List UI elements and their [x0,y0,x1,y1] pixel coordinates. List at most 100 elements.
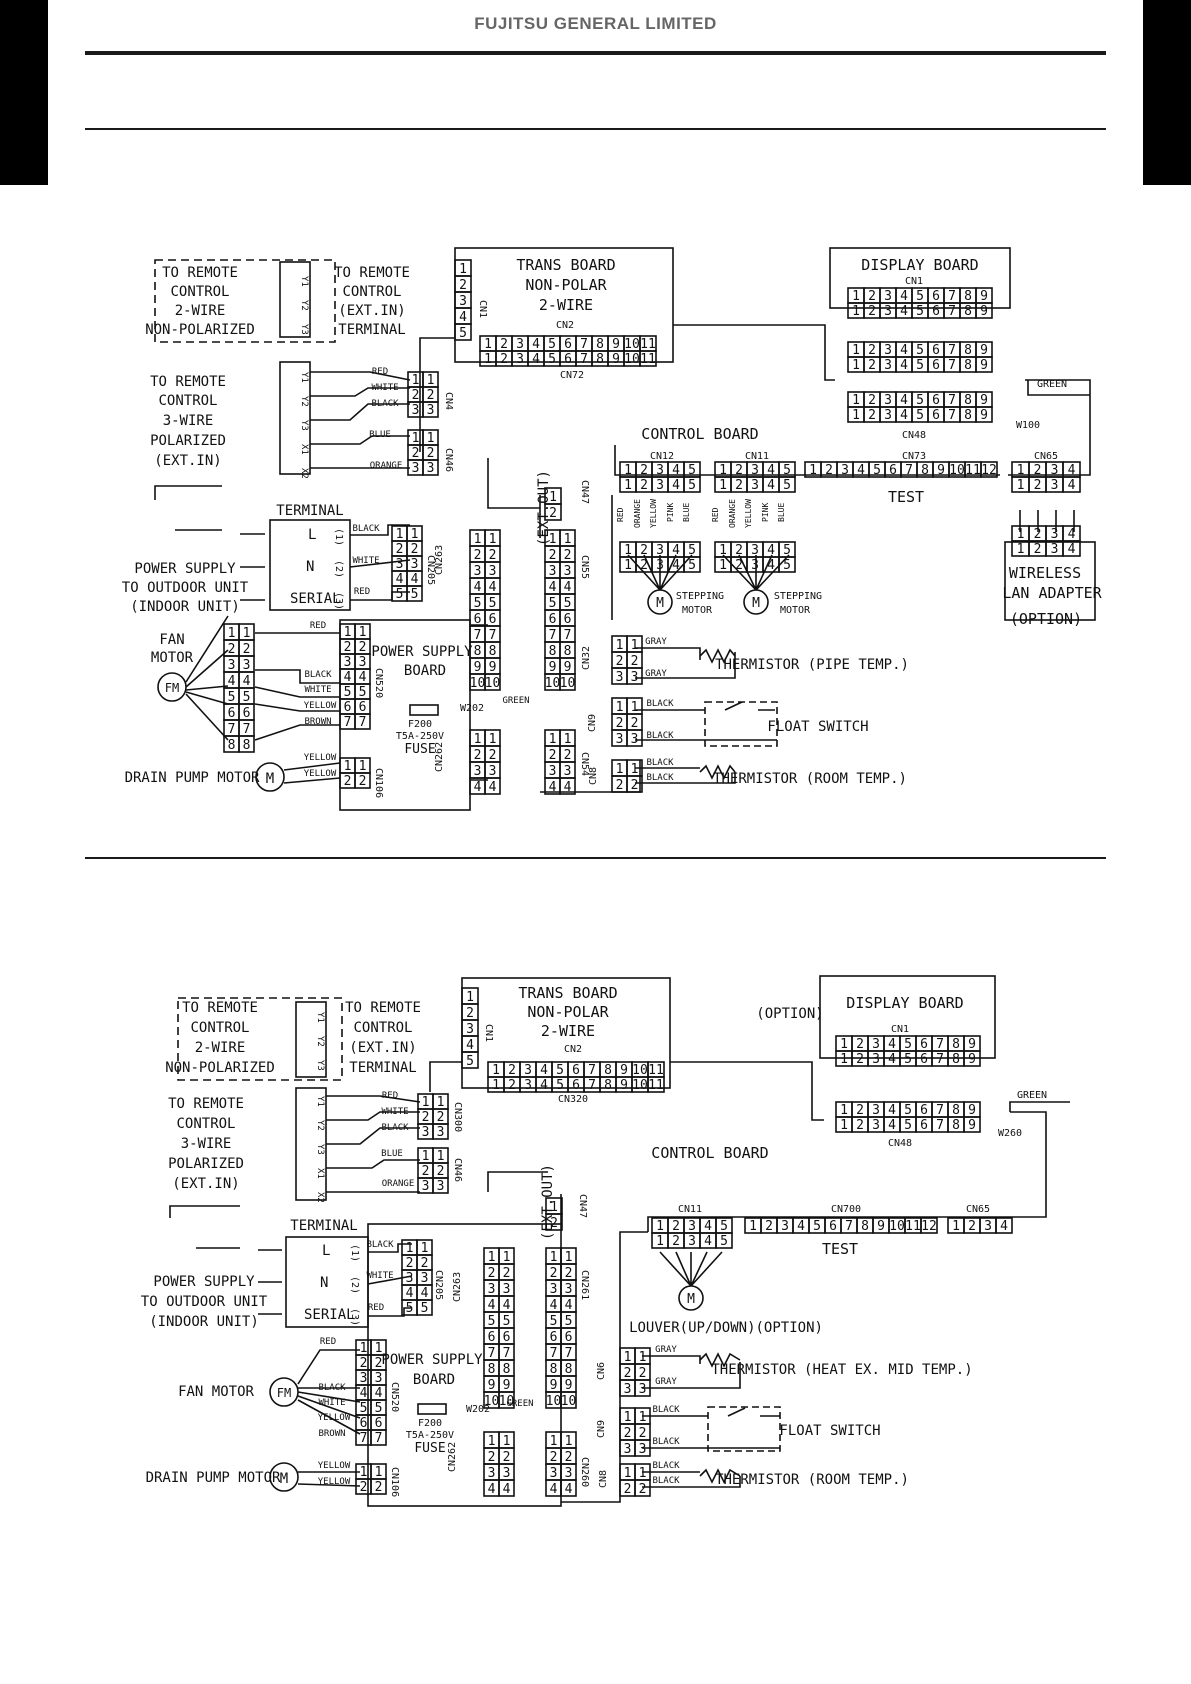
cn520-pin-cell [354,713,371,730]
stepping2-m: M [752,596,760,611]
rc2-2-line-1: TO REMOTE [182,1000,258,1016]
cn520-2-pin-number: 2 [375,1356,383,1371]
trans2-cn1-pin-number: 5 [466,1054,474,1069]
wireless-title-3: (OPTION) [1010,610,1082,628]
cn48-2-pin-number: 8 [952,1118,960,1133]
fuse2-line-3: FUSE [414,1441,445,1456]
wire-trans-to-display [419,324,835,452]
therm-mid-label: THERMISTOR (HEAT EX. MID TEMP.) [711,1362,972,1378]
cn262-2-pin-number: 2 [503,1450,511,1465]
display-cn1-pin-number: 7 [948,304,956,319]
cn48-pin-number: 2 [868,408,876,423]
wire-fan-yellow [254,703,340,712]
cn205-pin-number: 3 [411,557,419,572]
display2-cn1-pin-number: 9 [968,1052,976,1067]
power2-line-1: POWER SUPPLY [153,1274,255,1290]
wire-orange-cn12: ORANGE [633,499,642,528]
cn48-2-pin-number: 1 [840,1103,848,1118]
display-cn1-pin-number: 8 [964,304,972,319]
fan-label-2: MOTOR [151,650,194,666]
cn32-pin-number: 1 [616,638,624,653]
fan-pins-pin-number: 5 [243,690,251,705]
cn6-pin-number: 2 [624,1366,632,1381]
display-cn1-pin-number: 3 [884,289,892,304]
cn4-pin-number: 3 [412,403,420,418]
wire-white-fan: WHITE [304,685,331,695]
w2-red-fan: RED [320,1337,336,1347]
cn73-pin-cell [980,461,998,478]
trans2-cn2-pin-number: 4 [540,1078,548,1093]
cn48-2-pin-number: 4 [888,1103,896,1118]
trans2-cn2-pin-number: 7 [588,1063,596,1078]
wire-term-white [349,559,411,568]
cn47-pin-cell [544,503,562,521]
term-N: N [306,559,314,575]
cn261-pin-number: 9 [550,1378,558,1393]
trans2-cn2-pin-number: 8 [604,1063,612,1078]
cn48-2-label: CN48 [888,1138,912,1149]
cn46-2-pin-number: 2 [422,1164,430,1179]
trans2-cn2-pin-number: 2 [508,1078,516,1093]
wiring-diagram-1: TRANS BOARD NON-POLAR 2-WIRE CN1 CN2 CN7… [122,247,1103,811]
wire-ext-out [487,458,540,509]
cn9-label: CN9 [587,714,598,732]
wire-yellow-drain-1: YELLOW [304,753,337,763]
w2-white-term: WHITE [366,1271,393,1281]
cn520-2-pin-number: 3 [360,1371,368,1386]
rc3-line-1: TO REMOTE [150,374,226,390]
cn520-2-pin-number: 2 [360,1356,368,1371]
power-line-2: TO OUTDOOR UNIT [122,580,249,596]
cn700-pin-number: 12 [921,1219,937,1234]
trans2-cn2-pin-number: 2 [508,1063,516,1078]
w2-ground-display [1009,1101,1070,1112]
wire-red-fan: RED [310,621,326,631]
stepper1-pins-pin-number: 3 [656,543,664,558]
wire-stepper2 [722,554,790,591]
cn46-pin-number: 3 [412,461,420,476]
display-mid-pin-number: 1 [852,358,860,373]
stepper1-pins-pin-number: 1 [624,543,632,558]
section-rule-top [85,128,1106,130]
cn4-label: CN4 [443,392,454,410]
cn65-2-pin-number: 4 [1000,1219,1008,1234]
cn261-label: CN261 [579,1270,590,1300]
cn11-pin-number: 1 [719,478,727,493]
w2-gray-mid [642,1355,741,1389]
section-rule-middle [85,857,1106,859]
display-cn1-pin-number: 2 [868,304,876,319]
wire-black-room-2: BLACK [646,773,674,783]
wireless-outline [1004,541,1096,621]
wire-drain [283,762,341,784]
rc3-2-line-3: 3-WIRE [181,1136,232,1152]
cn205-pin-cell [406,585,423,602]
cn55-pin-number: 2 [549,548,557,563]
psb-title-2: BOARD [404,663,446,679]
display2-cn1-pin-number: 6 [920,1037,928,1052]
display-mid-pin-number: 3 [884,343,892,358]
wire-black-room-1: BLACK [646,758,674,768]
term-c3: (3) [333,592,344,610]
cn263-pin-number: 10 [485,676,501,691]
w2-fan-leads [297,1349,361,1435]
cn46-pin-number: 1 [412,431,420,446]
wire-fan-black [255,669,340,684]
cn520-pin-number: 6 [359,700,367,715]
wire-yellow-cn12: YELLOW [649,499,658,528]
cn263-pin-number: 3 [474,564,482,579]
stepper2-pins-pin-number: 2 [735,558,743,573]
rc3-y2: Y2 [299,396,309,407]
stepper2-pins-pin-number: 2 [735,543,743,558]
cn205-pin-number: 2 [411,542,419,557]
cn520-2-pin-number: 3 [375,1371,383,1386]
cn260-pin-number: 3 [565,1466,573,1481]
cn6-pin-number: 1 [639,1350,647,1365]
cn261-pin-number: 7 [565,1346,573,1361]
cn262-2-pin-number: 4 [488,1482,496,1497]
rct2-line-2: CONTROL [353,1020,412,1036]
cn4-pin-number: 3 [427,403,435,418]
display-cn1-pin-number: 9 [980,304,988,319]
cn55-pin-number: 8 [564,644,572,659]
w2-red-rc3: RED [382,1091,398,1101]
term-c2: (2) [333,560,344,578]
display2-cn1-pin-number: 4 [888,1052,896,1067]
